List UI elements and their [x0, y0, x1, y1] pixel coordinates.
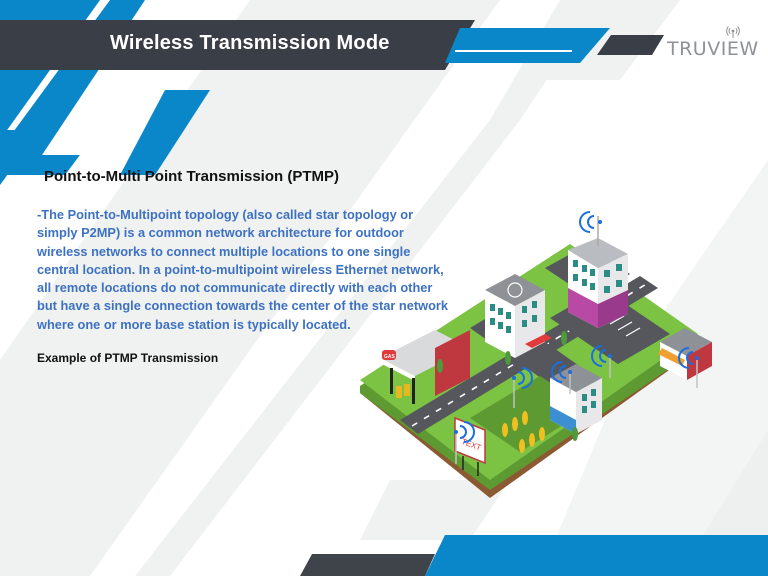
gas-sign-label: GAS — [384, 354, 396, 360]
logo-text: TRUVIEW — [667, 38, 759, 60]
description-line: -The Point-to-Multipoint topology (also … — [37, 207, 414, 222]
description-line: all remote locations do not communicate … — [37, 280, 433, 296]
slide-title: Wireless Transmission Mode — [110, 32, 390, 54]
description-line: wireless networks to connect multiple lo… — [37, 243, 411, 259]
ptmp-city-illustration: GAS TEXT — [360, 211, 712, 498]
description-paragraph: -The Point-to-Multipoint topology (also … — [37, 206, 467, 334]
wifi-antenna-icon — [726, 26, 740, 38]
truview-logo: TRUVIEW — [667, 26, 762, 63]
section-heading: Point-to-Multi Point Transmission (PTMP) — [44, 168, 339, 185]
description-line: simply P2MP) is a common network archite… — [37, 225, 404, 241]
description-line: central location. In a point-to-multipoi… — [37, 261, 444, 277]
description-line: where one or more base station is typica… — [37, 316, 351, 332]
description-line: but have a single connection towards the… — [37, 298, 449, 314]
example-label: Example of PTMP Transmission — [37, 351, 219, 365]
